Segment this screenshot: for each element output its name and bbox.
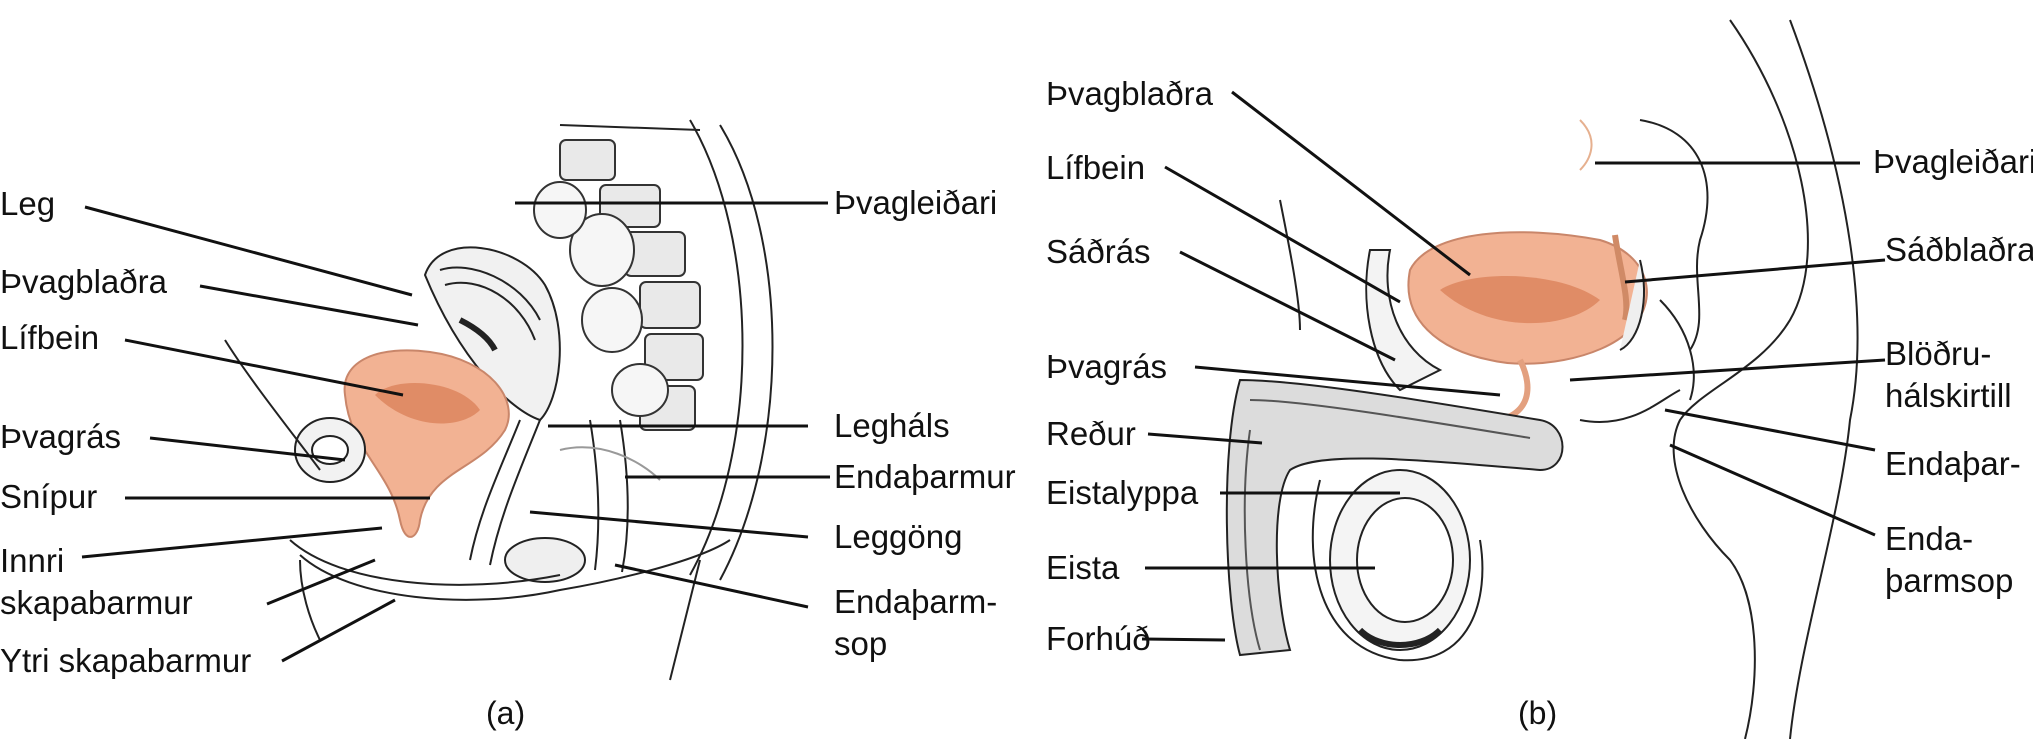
label-forhud: Forhúð: [1046, 620, 1151, 657]
label-leg: Leg: [0, 185, 56, 222]
label-snipur: Snípur: [0, 478, 98, 515]
label-eistalyppa: Eistalyppa: [1046, 474, 1199, 511]
label-enda-line1: Enda-: [1885, 520, 1974, 557]
label-sadras: Sáðrás: [1046, 233, 1151, 270]
label-endathar: Endaþar-: [1885, 445, 2021, 482]
label-endatharmur: Endaþarmur: [834, 458, 1016, 495]
label-lifbein-b: Lífbein: [1046, 149, 1146, 186]
label-thvagleidari-b: Þvagleiðari: [1873, 143, 2033, 180]
label-thvagbladra-a: Þvagblaðra: [0, 263, 167, 300]
label-ytri-skapabarmur: Ytri skapabarmur: [0, 642, 252, 679]
label-endatharmsop-line1: Endaþarm-: [834, 583, 998, 620]
label-endatharmsop-line2: sop: [834, 625, 888, 662]
label-endatharmsop-a: Endaþarm- sop: [834, 581, 997, 665]
label-innri-skapabarmur: Innri skapabarmur: [0, 540, 193, 624]
label-innri-line2: skapabarmur: [0, 584, 193, 621]
label-endatharmsop-b: Enda- þarmsop: [1885, 518, 2013, 602]
label-leggong: Leggöng: [834, 518, 963, 555]
label-bloduhalskirtill: Blöðru- hálskirtill: [1885, 333, 2012, 417]
label-thvagras-a: Þvagrás: [0, 418, 122, 455]
label-leghals: Legháls: [834, 407, 950, 444]
label-thvagras-b: Þvagrás: [1046, 348, 1168, 385]
label-enda-line2: þarmsop: [1885, 562, 2014, 599]
caption-b: (b): [1518, 695, 1558, 731]
label-bloduhals-line1: Blöðru-: [1885, 335, 1992, 372]
label-eista: Eista: [1046, 549, 1120, 586]
label-innri-line1: Innri: [0, 542, 65, 579]
label-redur: Reður: [1046, 415, 1136, 452]
label-thvagleidari-a: Þvagleiðari: [834, 184, 998, 221]
label-thvagbladra-b: Þvagblaðra: [1046, 75, 1213, 112]
label-sadbladra: Sáðblaðra: [1885, 231, 2033, 268]
caption-a: (a): [486, 695, 526, 731]
label-bloduhals-line2: hálskirtill: [1885, 377, 2012, 414]
male-pelvis-drawing: [1225, 19, 1859, 739]
label-lifbein-a: Lífbein: [0, 319, 100, 356]
